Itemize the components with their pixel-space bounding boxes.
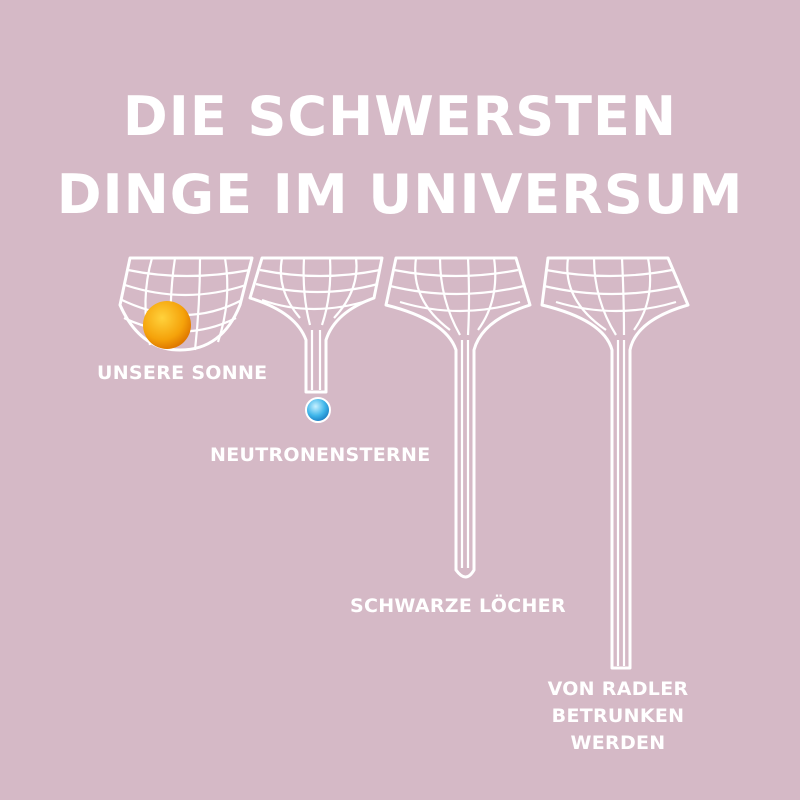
label-radler-line-1: VON RADLER: [547, 678, 689, 700]
sun-icon: [143, 301, 191, 349]
spacetime-grid-black-hole: [384, 256, 532, 579]
title-line-2: DINGE IM UNIVERSUM: [56, 163, 744, 226]
label-radler-line-3: WERDEN: [570, 732, 666, 754]
label-radler-line-2: BETRUNKEN: [551, 705, 685, 727]
label-sun: UNSERE SONNE: [97, 362, 268, 384]
title-line-1: DIE SCHWERSTEN: [122, 85, 678, 148]
spacetime-grid-radler: [540, 256, 690, 670]
spacetime-grid-neutron-star: [248, 256, 384, 394]
label-black-holes: SCHWARZE LÖCHER: [350, 595, 566, 617]
page-title: DIE SCHWERSTEN DINGE IM UNIVERSUM: [0, 78, 800, 234]
neutron-star-icon: [305, 397, 331, 423]
label-radler: VON RADLER BETRUNKEN WERDEN: [530, 676, 706, 757]
label-neutron-stars: NEUTRONENSTERNE: [210, 444, 431, 466]
